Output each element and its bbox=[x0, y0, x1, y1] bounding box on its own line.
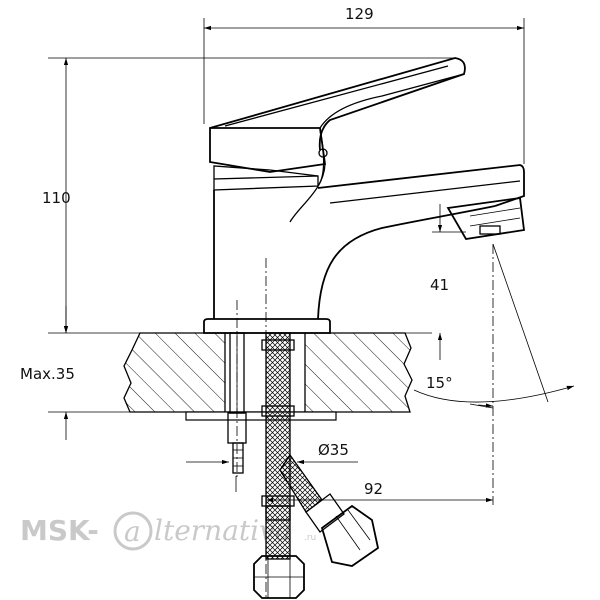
mounting-washer bbox=[185, 411, 337, 421]
dimension-reach-label: 92 bbox=[364, 480, 383, 498]
dimension-hole-diameter-label: Ø35 bbox=[318, 441, 349, 459]
at-sign-icon bbox=[113, 511, 153, 551]
dimension-reach: 92 bbox=[266, 480, 493, 503]
dimension-aerator-height: 41 bbox=[430, 204, 449, 360]
supply-hose-angled bbox=[279, 453, 380, 567]
dimension-max-thickness: Max.35 bbox=[20, 306, 75, 440]
dimension-max-thickness-label: Max.35 bbox=[20, 365, 75, 383]
dimension-height-label: 110 bbox=[42, 189, 71, 207]
dimension-width-label: 129 bbox=[345, 5, 374, 23]
lever-handle bbox=[209, 57, 466, 223]
dimension-aerator-height-label: 41 bbox=[430, 276, 449, 294]
dimension-swing-angle-label: 15° bbox=[426, 374, 453, 392]
watermark-at-glyph: a bbox=[124, 515, 141, 548]
dimension-swing-angle: 15° bbox=[413, 243, 575, 409]
watermark-brand-left: MSK- bbox=[20, 514, 99, 547]
dimension-height: 110 bbox=[42, 58, 71, 333]
watermark-domain: .ru bbox=[304, 533, 316, 543]
dimension-hole-diameter: Ø35 bbox=[186, 441, 358, 465]
dimension-width: 129 bbox=[204, 5, 524, 31]
countertop-section bbox=[123, 332, 413, 413]
faucet-body bbox=[203, 164, 526, 334]
